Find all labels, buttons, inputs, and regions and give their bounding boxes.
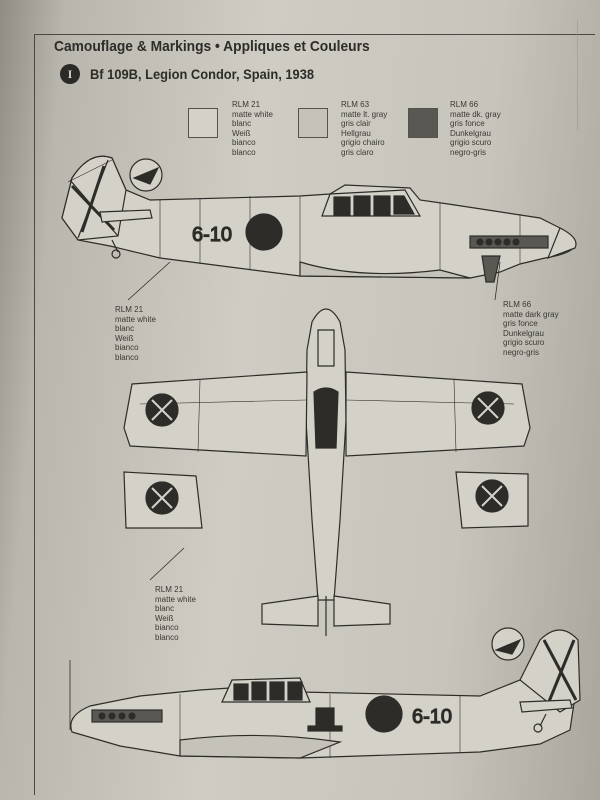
callout-line: blanc [155, 604, 175, 614]
underwing-panels [123, 471, 529, 529]
page-title: Camouflage & Markings • Appliques et Cou… [54, 38, 370, 55]
legend-line: RLM 21 [232, 100, 261, 109]
scheme-number-badge: I [60, 64, 80, 84]
callout-line: matte white [115, 314, 156, 324]
callout-line: Dunkelgrau [503, 328, 544, 338]
legend-line: gris clair [341, 119, 371, 129]
legend-line: bianco [232, 138, 256, 148]
legend-line: Dunkelgrau [450, 128, 491, 138]
callout-line: blanco [155, 632, 179, 642]
callout-line: blanc [115, 324, 135, 334]
legend-rlm21: RLM 21 matte white blanc Weiß bianco bla… [232, 100, 273, 158]
callout-line: RLM 66 [503, 300, 532, 309]
swatch-rlm21 [188, 108, 218, 138]
legend-rlm63: RLM 63 matte lt. gray gris clair Hellgra… [341, 100, 387, 158]
legend-line: RLM 66 [450, 100, 479, 109]
plan-view [123, 308, 531, 636]
legend-line: gris claro [341, 147, 374, 157]
callout-rlm21-lower: RLM 21 matte white blanc Weiß bianco bla… [155, 585, 196, 643]
legend-line: grigio chairo [341, 138, 385, 148]
legend-line: blanco [232, 147, 256, 157]
legend-line: matte dk. gray [450, 109, 501, 119]
legend-line: blanc [232, 119, 252, 129]
callout-line: gris fonce [503, 319, 538, 329]
adjacent-page-edge [577, 20, 594, 130]
callout-line: negro-gris [503, 347, 540, 357]
callout-line: grigio scuro [503, 338, 545, 348]
callout-line: bianco [155, 623, 179, 633]
legend-line: Hellgrau [341, 128, 371, 138]
callout-line: matte dark gray [503, 309, 559, 319]
callout-rlm21-upper: RLM 21 matte white blanc Weiß bianco bla… [115, 305, 156, 363]
callout-line: RLM 21 [155, 585, 184, 594]
callout-line: Weiß [155, 613, 174, 623]
scheme-subtitle: Bf 109B, Legion Condor, Spain, 1938 [90, 66, 315, 82]
left-side-profile [61, 155, 577, 283]
right-side-profile [70, 627, 581, 759]
legend-line: Weiß [232, 128, 251, 138]
callout-line: bianco [115, 343, 139, 353]
legend-line: matte white [232, 109, 273, 119]
callout-line: Weiß [115, 333, 134, 343]
page-border [34, 34, 595, 795]
swatch-rlm66 [408, 108, 438, 138]
callout-rlm66-right: RLM 66 matte dark gray gris fonce Dunkel… [503, 300, 559, 358]
legend-line: gris fonce [450, 119, 485, 129]
legend-line: RLM 63 [341, 100, 370, 109]
swatch-rlm63 [298, 108, 328, 138]
callout-line: blanco [115, 352, 139, 362]
fuselage-code-upper: 6-10 [192, 224, 232, 246]
fuselage-code-lower: 6-10 [412, 706, 452, 728]
callout-line: matte white [155, 594, 196, 604]
legend-line: matte lt. gray [341, 109, 388, 119]
legend-rlm66: RLM 66 matte dk. gray gris fonce Dunkelg… [450, 100, 501, 158]
callout-line: RLM 21 [115, 305, 144, 314]
legend-line: grigio scuro [450, 138, 492, 148]
legend-line: negro-gris [450, 147, 487, 157]
